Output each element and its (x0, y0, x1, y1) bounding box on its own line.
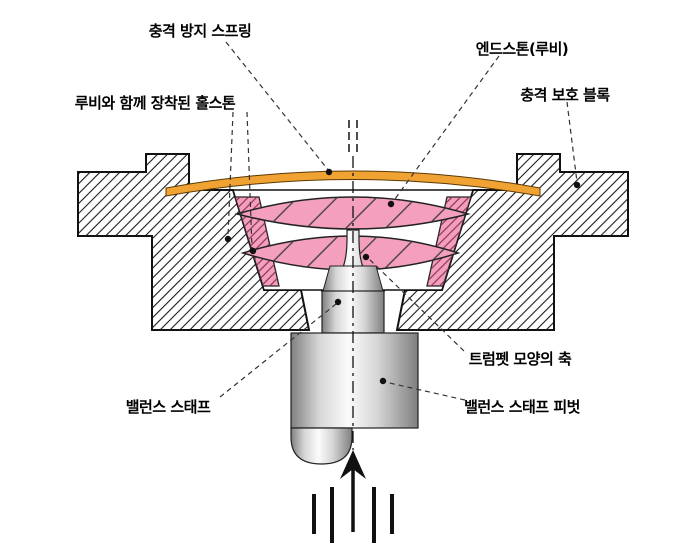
leader-shock-spring (225, 41, 330, 172)
dot-hole-stone-1 (224, 235, 232, 243)
staff-bottom-dome (290, 427, 353, 465)
label-shock-spring: 충격 방지 스프링 (148, 22, 252, 40)
leader-shock-block (566, 101, 578, 183)
chaton-wedge-left-hatch (235, 197, 279, 286)
leader-endstone (391, 55, 500, 204)
shock-arrow (312, 450, 394, 543)
chaton-wedge-right (426, 196, 472, 287)
label-shock-block: 충격 보호 블록 (520, 86, 610, 104)
label-endstone: 엔드스톤(루비) (475, 40, 569, 58)
leader-staff-pivot (384, 381, 466, 401)
leader-lines (219, 41, 578, 401)
dot-endstone (387, 200, 395, 208)
leader-hole-stone-2 (246, 111, 253, 249)
leader-balance-staff (219, 303, 337, 398)
anti-shock-spring (165, 170, 541, 197)
label-hole-stone: 루비와 함께 장착된 홀스톤 (74, 94, 236, 112)
dot-trumpet-axis (362, 253, 370, 261)
shock-arrow-head (340, 450, 366, 479)
staff-body (290, 332, 419, 429)
leader-hole-stone-1 (227, 111, 234, 237)
dot-hole-stone-2 (249, 247, 257, 255)
leader-trumpet-axis (367, 257, 465, 352)
label-trumpet-axis: 트럼펫 모양의 축 (468, 350, 572, 368)
dot-balance-staff (334, 298, 342, 306)
dot-staff-pivot (379, 377, 387, 385)
leader-dots (224, 168, 581, 385)
dot-shock-spring (325, 168, 333, 176)
dot-shock-block (573, 181, 581, 189)
label-balance-staff-pivot: 밸런스 스태프 피벗 (464, 398, 580, 416)
chaton-wedge-right-hatch (427, 197, 471, 286)
label-balance-staff: 밸런스 스태프 (125, 398, 211, 416)
